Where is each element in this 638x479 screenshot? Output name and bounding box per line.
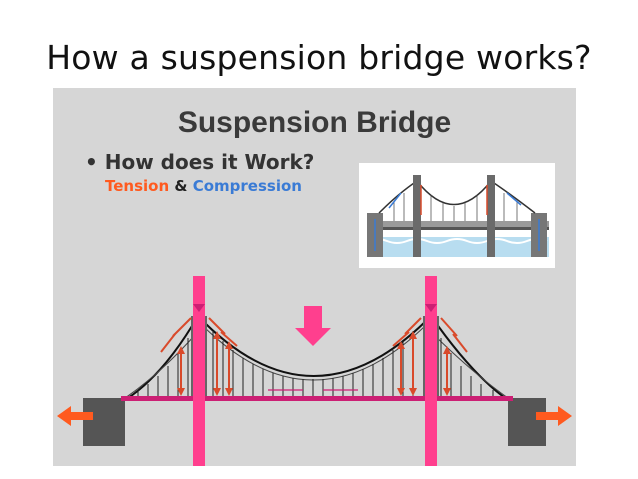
inset-tension-arrows xyxy=(420,185,488,215)
right-pull-arrow-icon xyxy=(536,406,572,426)
tension-compression-line: Tension & Compression xyxy=(105,177,302,195)
panel-heading: Suspension Bridge xyxy=(177,106,452,139)
vertical-arrowheads xyxy=(177,331,451,396)
inset-water xyxy=(367,237,549,257)
left-anchor-block xyxy=(83,398,125,446)
inset-wave xyxy=(366,238,548,244)
inset-hangers xyxy=(393,193,518,221)
vertical-tension-arrows xyxy=(180,336,448,391)
bullet-marker: • xyxy=(85,150,98,174)
main-cable xyxy=(124,314,509,401)
inset-right-tower xyxy=(487,175,495,257)
right-tower-cap xyxy=(425,304,437,312)
content-panel: Suspension Bridge • How does it Work? Te… xyxy=(53,88,576,466)
ampersand: & xyxy=(174,177,188,195)
left-tower-cap xyxy=(193,304,205,312)
main-bridge-diagram xyxy=(57,276,572,466)
inset-compression-arrows xyxy=(374,192,540,251)
left-tower xyxy=(193,276,205,466)
bullet-text: How does it Work? xyxy=(104,150,315,174)
inset-bridge-image xyxy=(359,163,555,268)
slide-title: How a suspension bridge works? xyxy=(46,38,592,77)
right-anchor-block xyxy=(508,398,546,446)
compression-label: Compression xyxy=(192,177,302,195)
cable-tension-arrows xyxy=(160,317,468,353)
inset-left-tower xyxy=(413,175,421,257)
tension-label: Tension xyxy=(105,177,170,195)
inset-deck xyxy=(367,221,549,227)
left-pull-arrow-icon xyxy=(57,406,93,426)
bridge-deck xyxy=(121,396,513,401)
inset-deck-shadow xyxy=(367,227,549,230)
bullet-item: • How does it Work? xyxy=(85,150,314,174)
secondary-cable xyxy=(124,325,509,399)
load-arrow-icon xyxy=(295,306,331,346)
right-tower xyxy=(425,276,437,466)
inset-bridge-illustration xyxy=(366,175,549,257)
